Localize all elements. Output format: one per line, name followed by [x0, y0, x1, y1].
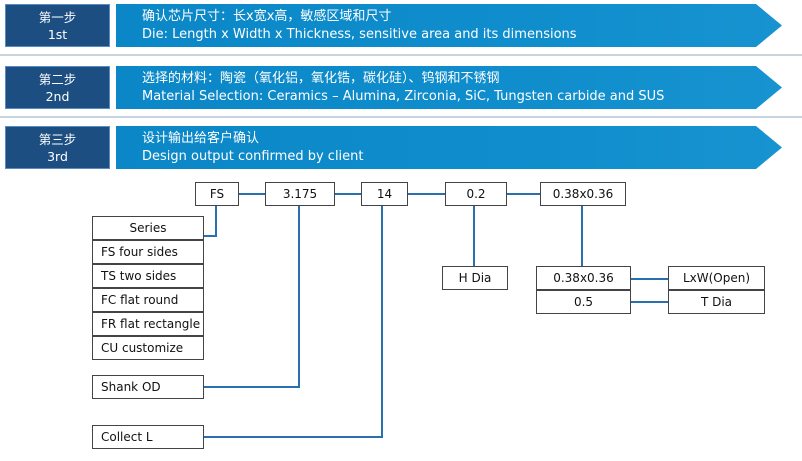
- shank-od-box: Shank OD: [92, 375, 204, 399]
- connector-line: [203, 206, 217, 237]
- code-lxw-box: 0.38x0.36: [540, 182, 626, 206]
- step-label-cn: 第一步: [38, 10, 77, 25]
- code-collect-box: 14: [361, 182, 408, 206]
- step-title-cn: 选择的材料：陶瓷（氧化铝，氧化锆，碳化硅）、钨钢和不锈钢: [142, 71, 500, 86]
- step-label-en: 3rd: [47, 149, 68, 164]
- step-title-en: Material Selection: Ceramics – Alumina, …: [142, 89, 665, 104]
- step-label-cn: 第三步: [38, 132, 77, 147]
- t-value-box: 0.5: [536, 290, 631, 314]
- step-title-cn: 设计输出给客户确认: [142, 131, 260, 146]
- connector-line: [203, 206, 383, 438]
- lxw-label-box: LxW(Open): [668, 266, 765, 290]
- code-series-box: FS: [195, 182, 239, 206]
- step-row-1: 第一步 1st 确认芯片尺寸：长x宽x高，敏感区域和尺寸 Die: Length…: [0, 0, 802, 50]
- h-dia-box: H Dia: [442, 266, 508, 290]
- lxw-value-box: 0.38x0.36: [536, 266, 631, 290]
- connector-line: [203, 206, 300, 388]
- step-row-2: 第二步 2nd 选择的材料：陶瓷（氧化铝，氧化锆，碳化硅）、钨钢和不锈钢 Mat…: [0, 62, 802, 112]
- step-label-en: 1st: [47, 27, 68, 42]
- step-title-cn: 确认芯片尺寸：长x宽x高，敏感区域和尺寸: [142, 9, 392, 24]
- step-row-3: 第三步 3rd 设计输出给客户确认 Design output confirme…: [0, 122, 802, 172]
- step-badge-3: 第三步 3rd: [5, 126, 110, 169]
- step-banner-1: 确认芯片尺寸：长x宽x高，敏感区域和尺寸 Die: Length x Width…: [116, 4, 782, 47]
- step-title-en: Die: Length x Width x Thickness, sensiti…: [142, 27, 577, 42]
- step-label-en: 2nd: [45, 89, 70, 104]
- series-list-item: FR flat rectangle: [92, 312, 204, 336]
- divider: [0, 54, 802, 56]
- series-list-item: Series: [92, 216, 204, 240]
- divider: [0, 116, 802, 118]
- code-shank-box: 3.175: [265, 182, 335, 206]
- series-list-item: FC flat round: [92, 288, 204, 312]
- step-banner-3: 设计输出给客户确认 Design output confirmed by cli…: [116, 126, 782, 169]
- collect-l-box: Collect L: [92, 425, 204, 449]
- step-banner-2: 选择的材料：陶瓷（氧化铝，氧化锆，碳化硅）、钨钢和不锈钢 Material Se…: [116, 66, 782, 109]
- step-badge-2: 第二步 2nd: [5, 66, 110, 109]
- code-hdia-box: 0.2: [445, 182, 507, 206]
- series-list-item: CU customize: [92, 336, 204, 360]
- step-label-cn: 第二步: [38, 72, 77, 87]
- step-title-en: Design output confirmed by client: [142, 149, 364, 164]
- t-label-box: T Dia: [668, 290, 765, 314]
- series-list-item: TS two sides: [92, 264, 204, 288]
- step-badge-1: 第一步 1st: [5, 4, 110, 47]
- series-list-item: FS four sides: [92, 240, 204, 264]
